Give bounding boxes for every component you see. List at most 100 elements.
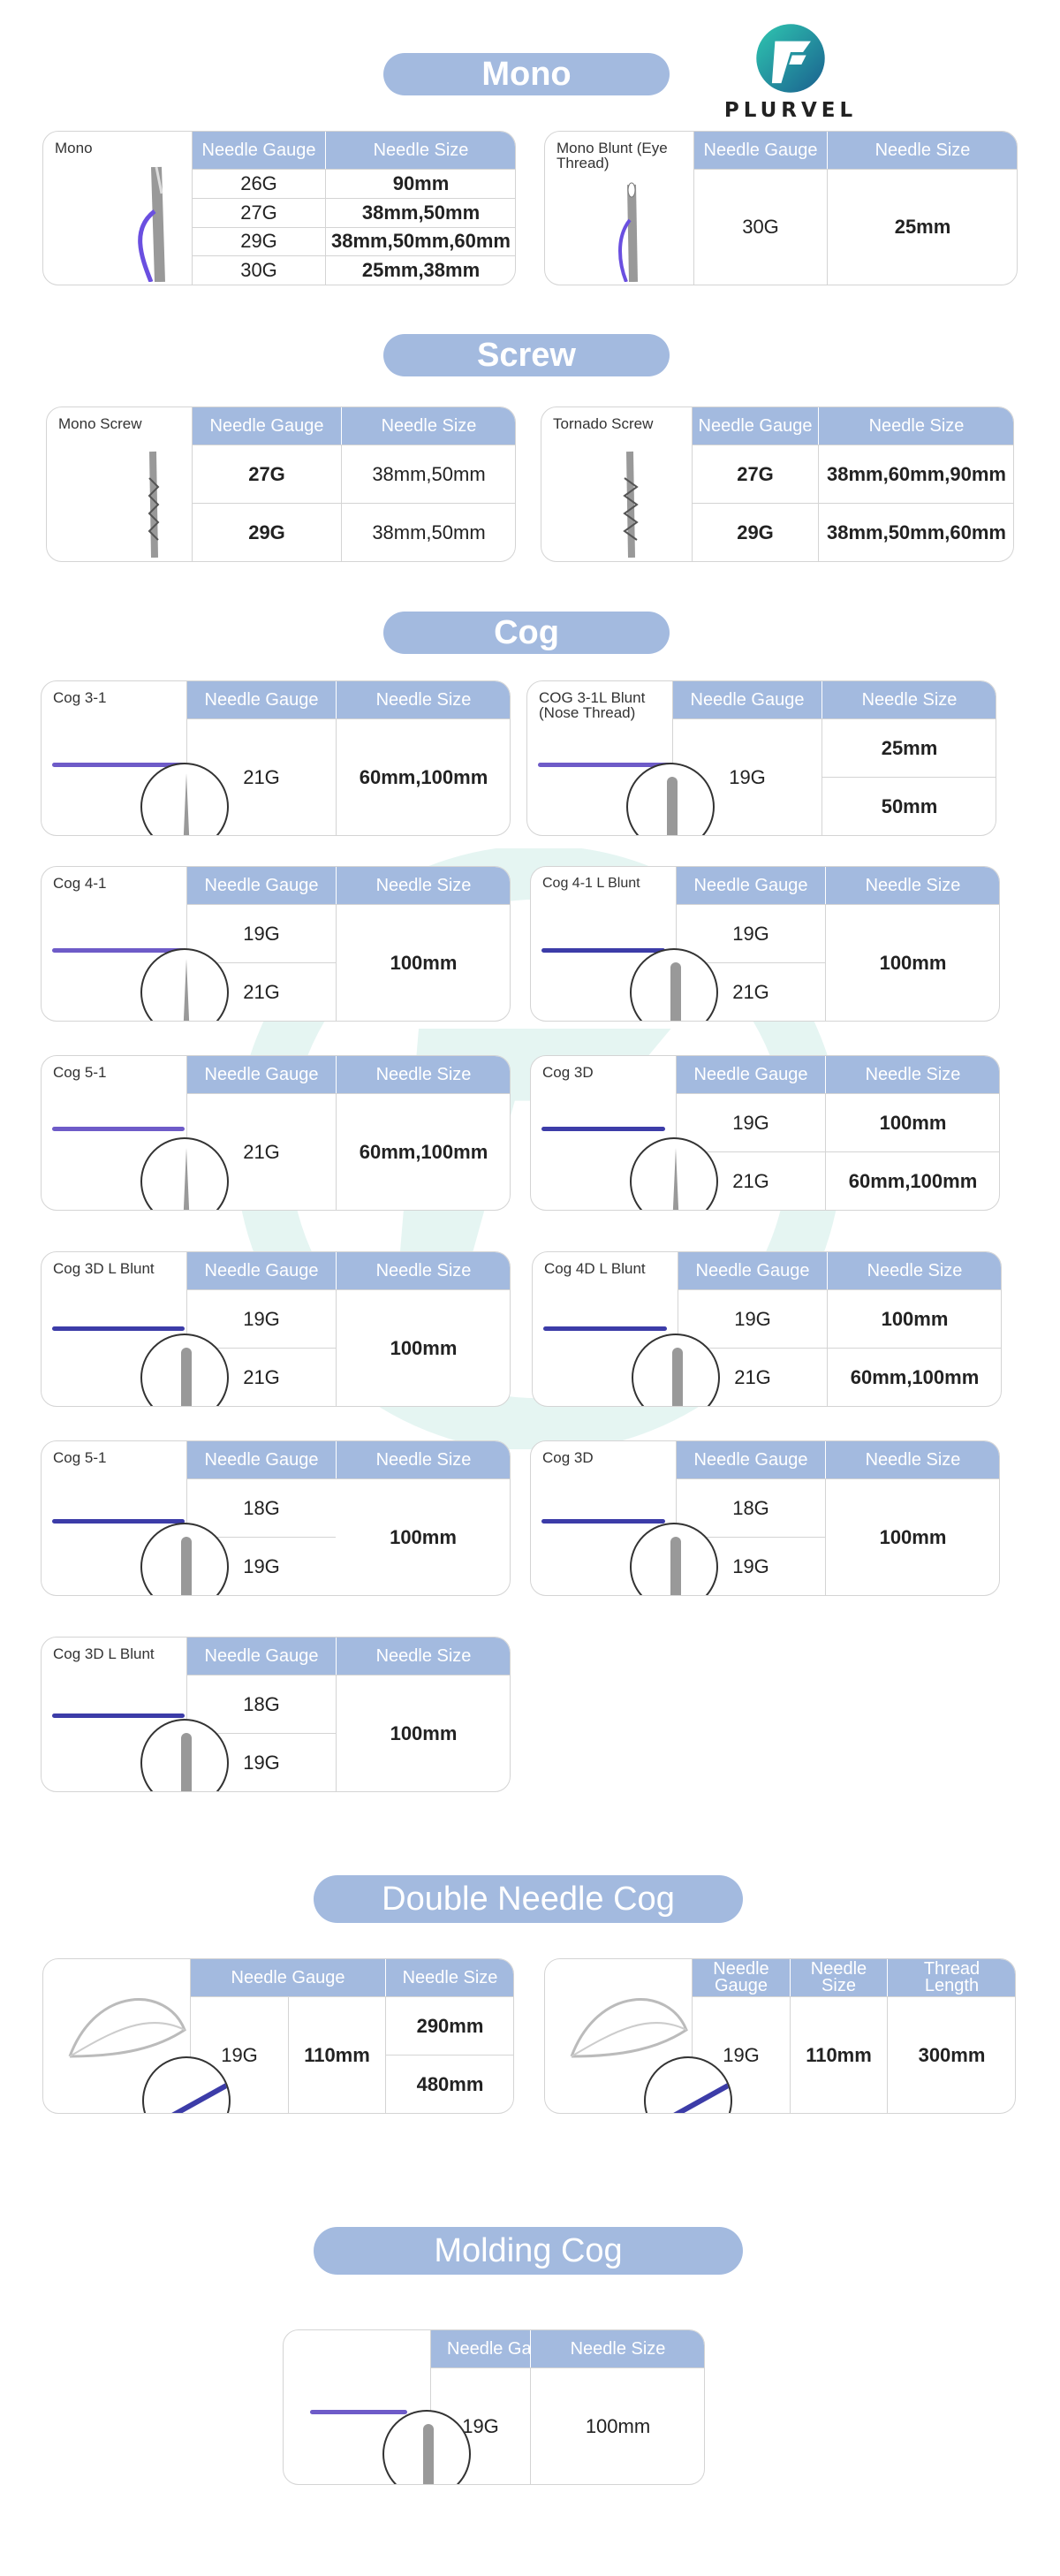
logo-mark-icon [756, 24, 825, 93]
size-header: Needle Size [530, 2330, 704, 2367]
gauge-cell: 29G [693, 503, 818, 561]
gauge-cell: 21G [187, 1348, 336, 1406]
gauge-cell: 19G [678, 1289, 827, 1348]
product-name: Cog 3D [542, 1449, 594, 1466]
gauge-cell: 19G [191, 1996, 288, 2113]
thread-icon [52, 763, 185, 767]
size-cell: 100mm [825, 1478, 999, 1595]
cog-3d-card: Cog 3D Needle Gauge Needle Size 19G 100m… [530, 1055, 1000, 1211]
mono-screw-card: Mono Screw Needle Gauge Needle Size 27G … [46, 407, 516, 562]
length-cell: 290mm [385, 1996, 513, 2055]
brand-name: PLURVEL [723, 99, 858, 122]
gauge-header: Needle Gauge [187, 1056, 336, 1093]
size-header: Needle Size [336, 867, 510, 904]
gauge-cell: 27G [193, 445, 341, 503]
size-header: Needle Size [825, 1441, 999, 1478]
gauge-cell: 29G [193, 226, 325, 256]
spec-table: Needle Gauge Needle Size 27G 38mm,60mm,9… [692, 407, 1013, 561]
size-cell: 38mm,60mm,90mm [818, 445, 1013, 503]
product-name: Cog 4-1 [53, 875, 107, 892]
gauge-cell: 19G [677, 1537, 825, 1595]
thread-icon [538, 763, 670, 767]
thread-icon [52, 1127, 185, 1131]
spec-table: Needle Gauge Needle Size 19G 100mm 21G [186, 1252, 510, 1406]
spec-table: Needle Gauge Needle Size 19G 100mm 21G 6… [678, 1252, 1001, 1406]
gauge-header: Needle Gauge [694, 132, 827, 169]
product-name: Cog 3D L Blunt [53, 1260, 155, 1277]
spec-table: Needle Gauge Needle Size 30G 25mm [693, 132, 1017, 285]
size-header: Needle Size [822, 681, 996, 718]
gauge-cell: 18G [677, 1478, 825, 1537]
spec-table: Needle Gauge Needle Size 21G 60mm,100mm [186, 1056, 510, 1210]
double-needle-cog-card-2: Needle Gauge Needle Size Thread Length 1… [544, 1958, 1016, 2114]
gauge-cell: 19G [431, 2367, 530, 2484]
thread-icon [52, 1519, 185, 1524]
gauge-cell: 21G [678, 1348, 827, 1406]
gauge-header: Needle Gauge [187, 681, 336, 718]
needle-tip-icon [140, 1523, 229, 1595]
cog-3-1-card: Cog 3-1 Needle Gauge Needle Size 21G 60m… [41, 680, 511, 836]
cog-3d-blunt-card: Cog 3D Needle Gauge Needle Size 18G 100m… [530, 1440, 1000, 1596]
gauge-cell: 19G [187, 1537, 336, 1595]
gauge-cell: 21G [187, 1093, 336, 1210]
product-name: Cog 4D L Blunt [544, 1260, 646, 1277]
size-header: Needle Size [336, 681, 510, 718]
product-name: Cog 3-1 [53, 689, 107, 706]
double-needle-icon [570, 1998, 688, 2058]
product-name: Cog 3D L Blunt [53, 1645, 155, 1662]
section-title-screw: Screw [383, 334, 670, 376]
double-needle-icon [68, 1998, 186, 2058]
product-name: Tornado Screw [553, 415, 654, 432]
spec-table: Needle Gauge Needle Size 19G 100mm 21G [676, 867, 999, 1021]
needle-tip-icon [140, 1334, 229, 1406]
cog-3-1l-blunt-card: COG 3-1L Blunt (Nose Thread) Needle Gaug… [526, 680, 996, 836]
needle-tip-icon [630, 948, 718, 1021]
product-name: Mono [55, 140, 93, 156]
gauge-header: Needle Gauge [187, 1441, 336, 1478]
mono-screw-needle-icon [148, 451, 160, 558]
needle-tip-icon [632, 1334, 720, 1406]
thread-icon [52, 1714, 185, 1718]
gauge-cell: 30G [193, 255, 325, 285]
gauge-cell: 19G [677, 904, 825, 962]
gauge-header: Needle Gauge [677, 1441, 825, 1478]
spec-table: Needle Gauge Needle Size 27G 38mm,50mm 2… [192, 407, 515, 561]
size-cell: 110mm [288, 1996, 385, 2113]
size-header: Needle Size [336, 1638, 510, 1675]
size-cell: 100mm [336, 1478, 510, 1595]
thread-icon [52, 948, 185, 953]
size-cell: 38mm,50mm [341, 503, 515, 561]
gauge-cell: 29G [193, 503, 341, 561]
size-header: Needle Size [325, 132, 515, 169]
size-header: Needle Size [827, 132, 1017, 169]
length-cell: 300mm [887, 1996, 1015, 2113]
size-header: Needle Size [385, 1959, 513, 1996]
size-cell: 25mm,38mm [325, 255, 515, 285]
mono-card: Mono Needle Gauge Needle Size 26G 90mm 2… [42, 131, 516, 285]
size-cell: 100mm [827, 1289, 1001, 1348]
product-name: Cog 3D [542, 1064, 594, 1081]
section-title-molding-cog: Molding Cog [314, 2227, 743, 2275]
needle-tip-icon [630, 1523, 718, 1595]
gauge-header: Needle Gauge [193, 407, 341, 445]
gauge-header: Needle Gauge [191, 1959, 385, 1996]
thread-icon [541, 948, 665, 953]
needle-tip-icon [626, 763, 715, 835]
length-cell: 480mm [385, 2055, 513, 2113]
size-cell: 110mm [790, 1996, 887, 2113]
spec-table: Needle Gauge Needle Size 18G 100mm 19G [186, 1441, 510, 1595]
section-title-mono: Mono [383, 53, 670, 95]
thread-icon [52, 1326, 185, 1331]
gauge-cell: 27G [193, 197, 325, 227]
size-header: Needle Size [825, 1056, 999, 1093]
tornado-screw-card: Tornado Screw Needle Gauge Needle Size 2… [541, 407, 1014, 562]
size-cell: 60mm,100mm [827, 1348, 1001, 1406]
gauge-header: Needle Gauge [673, 681, 822, 718]
product-name: Mono Blunt (Eye Thread) [556, 140, 668, 171]
size-cell: 100mm [336, 1675, 510, 1791]
spec-table: Needle Gauge Needle Size 18G 100mm 19G [676, 1441, 999, 1595]
size-cell: 38mm,50mm [325, 197, 515, 227]
size-cell: 90mm [325, 169, 515, 198]
spec-table: Needle Gauge Needle Size 18G 100mm 19G [186, 1638, 510, 1791]
size-cell: 60mm,100mm [336, 1093, 510, 1210]
